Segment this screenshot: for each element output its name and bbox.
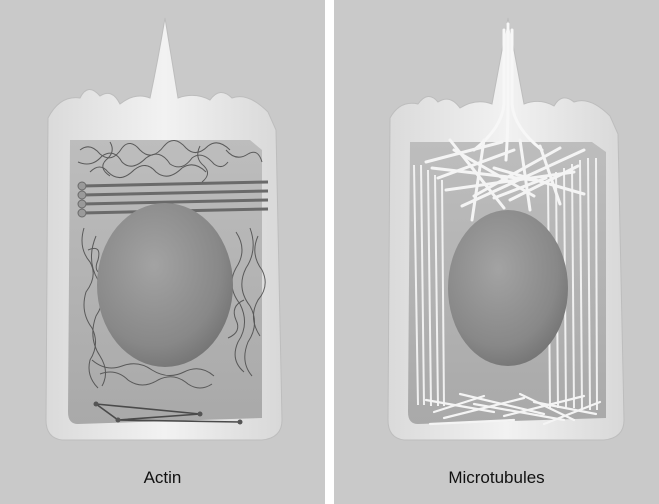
microtubules-cell-illustration bbox=[334, 0, 659, 504]
nucleus bbox=[97, 203, 233, 367]
actin-cell-illustration bbox=[0, 0, 325, 504]
microtubules-panel: Microtubules bbox=[334, 0, 659, 504]
microtubules-caption: Microtubules bbox=[334, 468, 659, 488]
actin-panel: Actin bbox=[0, 0, 325, 504]
nucleus bbox=[448, 210, 568, 366]
actin-caption: Actin bbox=[0, 468, 325, 488]
